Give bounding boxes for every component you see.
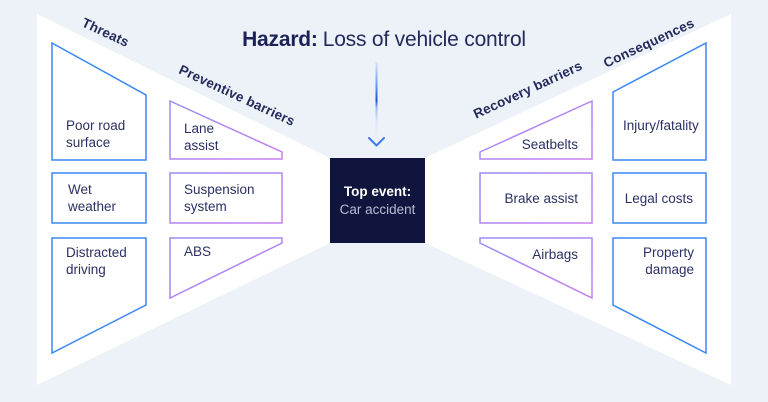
barrier-shape-seatbelts bbox=[479, 99, 593, 160]
barrier-shape-airbags bbox=[479, 237, 593, 300]
hazard-title-prefix: Hazard: bbox=[242, 28, 318, 51]
consequence-shape-property-damage bbox=[612, 237, 707, 355]
barrier-label-abs: ABS bbox=[184, 244, 212, 259]
hazard-arrow-head-icon bbox=[368, 137, 385, 147]
threat-shape-wet-weather bbox=[51, 172, 147, 224]
top-event-value: Car accident bbox=[339, 201, 416, 217]
threat-label-poor-road-surface: Poor road surface bbox=[66, 118, 126, 150]
consequence-shape-injury-fatality bbox=[612, 41, 707, 161]
barrier-label-airbags: Airbags bbox=[532, 247, 578, 262]
barrier-shape-abs bbox=[169, 237, 283, 300]
barrier-shape-suspension-system bbox=[169, 172, 283, 224]
threat-label-distracted-driving: Distracted driving bbox=[66, 245, 127, 277]
barrier-label-suspension-system: Suspension system bbox=[184, 182, 255, 214]
consequence-label-property-damage: Property damage bbox=[642, 245, 694, 277]
barrier-label-brake-assist: Brake assist bbox=[504, 191, 578, 206]
threat-shape-poor-road-surface bbox=[51, 41, 147, 161]
top-event-label: Top event: bbox=[343, 183, 412, 199]
consequence-shape-legal-costs bbox=[612, 172, 707, 224]
barrier-label-seatbelts: Seatbelts bbox=[521, 137, 578, 152]
barrier-label-lane-assist: Lane assist bbox=[184, 121, 219, 153]
threat-label-wet-weather: Wet weather bbox=[68, 182, 117, 214]
threat-shape-distracted-driving bbox=[51, 237, 147, 355]
consequence-label-legal-costs: Legal costs bbox=[624, 191, 693, 206]
hazard-arrow-line bbox=[375, 62, 378, 136]
hazard-title: Hazard:Loss of vehicle control bbox=[0, 28, 768, 52]
barrier-shape-lane-assist bbox=[169, 99, 283, 160]
consequence-label-injury-fatality: Injury/fatality bbox=[623, 118, 699, 133]
barrier-shape-brake-assist bbox=[479, 172, 593, 224]
hazard-title-text: Loss of vehicle control bbox=[322, 28, 526, 51]
top-event-box: Top event: Car accident bbox=[330, 158, 425, 243]
